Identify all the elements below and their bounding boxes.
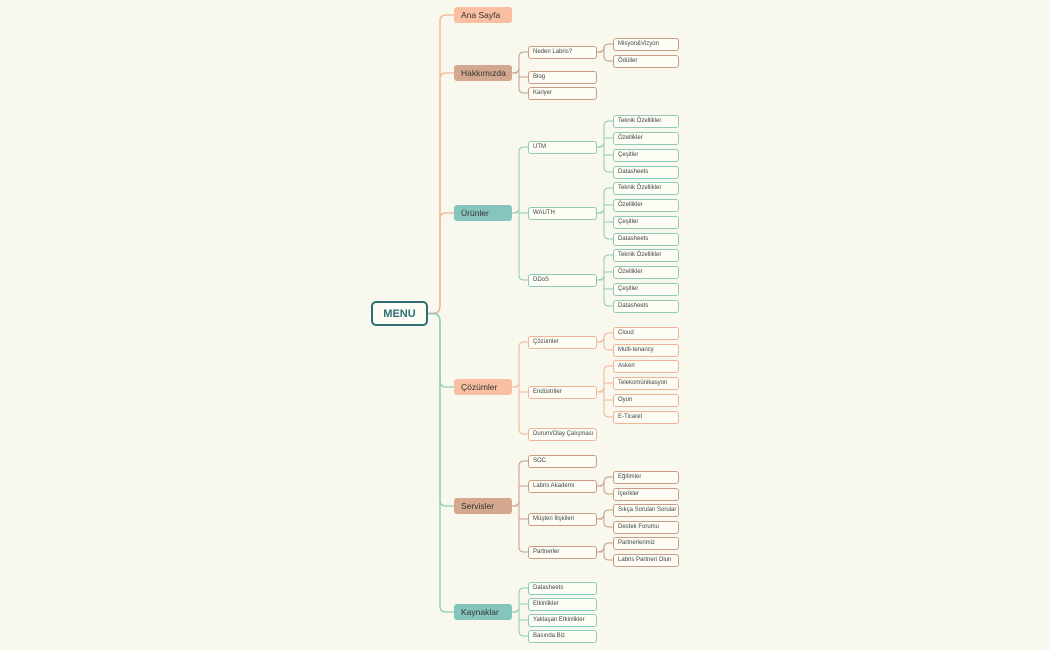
leaf-musteri-i-liskileri-sikca-sorulan-sorular: Sıkça Sorulan Sorular — [613, 503, 679, 517]
leaf-wauth-teknik-ozellikler: Teknik Özellikler — [613, 181, 679, 195]
connector-ddos-2-2 — [596, 254, 614, 307]
subitem-urunler-utm: UTM — [528, 140, 597, 154]
subitem-kaynaklar-etkinlikler: Etkinlikler — [528, 597, 597, 611]
connector-root-hakkimizda — [427, 72, 455, 315]
section-ana-sayfa: Ana Sayfa — [454, 7, 512, 23]
leaf-ddos-ozellikler: Özellikler — [613, 265, 679, 279]
subitem-servisler-musteri-i-liskileri: Müşteri İlişkileri — [528, 512, 597, 526]
leaf-endustriler-e-ticaret: E-Ticaret — [613, 410, 679, 424]
subitem-kaynaklar-datasheets: Datasheets — [528, 581, 597, 595]
subitem-servisler-soc: SOC — [528, 454, 597, 468]
leaf-utm-ozellikler: Özellikler — [613, 131, 679, 145]
subitem-urunler-wauth: WAUTH — [528, 206, 597, 220]
leaf-labris-akademi-egitimler: Eğitimler — [613, 470, 679, 484]
connector-urunler — [511, 146, 529, 281]
subitem-hakkimizda-neden-labris: Neden Labris? — [528, 45, 597, 59]
connector-hakkimizda — [511, 51, 529, 94]
subitem-cozumler-endustriler: Endüstriler — [528, 385, 597, 399]
subitem-servisler-labris-akademi: Labris Akademi — [528, 479, 597, 493]
connector-root-ana-sayfa — [427, 14, 455, 315]
connector-wauth-2-1 — [596, 187, 614, 240]
leaf-ddos-teknik-ozellikler: Teknik Özellikler — [613, 248, 679, 262]
connector-root-urunler — [427, 212, 455, 315]
subitem-kaynaklar-basinda-biz: Basında Biz — [528, 629, 597, 643]
leaf-neden-labris-misyon-vizyon: Misyon&Vizyon — [613, 37, 679, 51]
leaf-endustriler-askeri: Askeri — [613, 359, 679, 373]
leaf-cozumler-multi-tenancy: Multi-tenancy — [613, 343, 679, 357]
subitem-hakkimizda-blog: Blog — [528, 70, 597, 84]
section-servisler: Servisler — [454, 498, 512, 514]
subitem-hakkimizda-kariyer: Kariyer — [528, 86, 597, 100]
leaf-neden-labris-oduller: Ödüller — [613, 54, 679, 68]
connector-root-kaynaklar — [427, 312, 455, 613]
connector-servisler — [511, 460, 529, 553]
leaf-endustriler-telekomunikasyon: Telekomünikasyon — [613, 376, 679, 390]
section-urunler: Ürünler — [454, 205, 512, 221]
leaf-endustriler-oyun: Oyun — [613, 393, 679, 407]
leaf-utm-teknik-ozellikler: Teknik Özellikler — [613, 114, 679, 128]
section-hakkimizda: Hakkımızda — [454, 65, 512, 81]
leaf-wauth-ozellikler: Özellikler — [613, 198, 679, 212]
connector-kaynaklar — [511, 587, 529, 637]
subitem-kaynaklar-yaklasan-etkinlikler: Yaklaşan Etkinlikler — [528, 613, 597, 627]
subitem-cozumler-cozumler: Çözümler — [528, 335, 597, 349]
section-kaynaklar: Kaynaklar — [454, 604, 512, 620]
connector-neden-labris-1-0 — [596, 43, 614, 62]
root-node-menu: MENU — [371, 301, 428, 326]
leaf-ddos-cesitler: Çeşitler — [613, 282, 679, 296]
leaf-partnerler-labris-partneri-olun: Labris Partneri Olun — [613, 553, 679, 567]
connector-labris-akademi-4-1 — [596, 476, 614, 495]
connector-cozumler-3-0 — [596, 332, 614, 351]
leaf-partnerler-partnerlerimiz: Partnerlerimiz — [613, 536, 679, 550]
connector-utm-2-0 — [596, 120, 614, 173]
connector-root-servisler — [427, 312, 455, 507]
connector-partnerler-4-3 — [596, 542, 614, 561]
leaf-wauth-cesitler: Çeşitler — [613, 215, 679, 229]
leaf-utm-datasheets: Datasheets — [613, 165, 679, 179]
connector-cozumler — [511, 341, 529, 435]
subitem-servisler-partnerler: Partnerler — [528, 545, 597, 559]
leaf-wauth-datasheets: Datasheets — [613, 232, 679, 246]
subitem-cozumler-durum-olay-calismasi: Durum/Olay Çalışması — [528, 427, 597, 441]
connector-endustriler-3-1 — [596, 365, 614, 418]
leaf-ddos-datasheets: Datasheets — [613, 299, 679, 313]
connector-musteri-i-liskileri-4-2 — [596, 509, 614, 528]
section-cozumler: Çözümler — [454, 379, 512, 395]
connector-root-cozumler — [427, 312, 455, 388]
leaf-labris-akademi-i-cerikler: İçerikler — [613, 487, 679, 501]
leaf-utm-cesitler: Çeşitler — [613, 148, 679, 162]
leaf-cozumler-cloud: Cloud — [613, 326, 679, 340]
leaf-musteri-i-liskileri-destek-forumu: Destek Forumu — [613, 520, 679, 534]
subitem-urunler-ddos: DDoS — [528, 273, 597, 287]
